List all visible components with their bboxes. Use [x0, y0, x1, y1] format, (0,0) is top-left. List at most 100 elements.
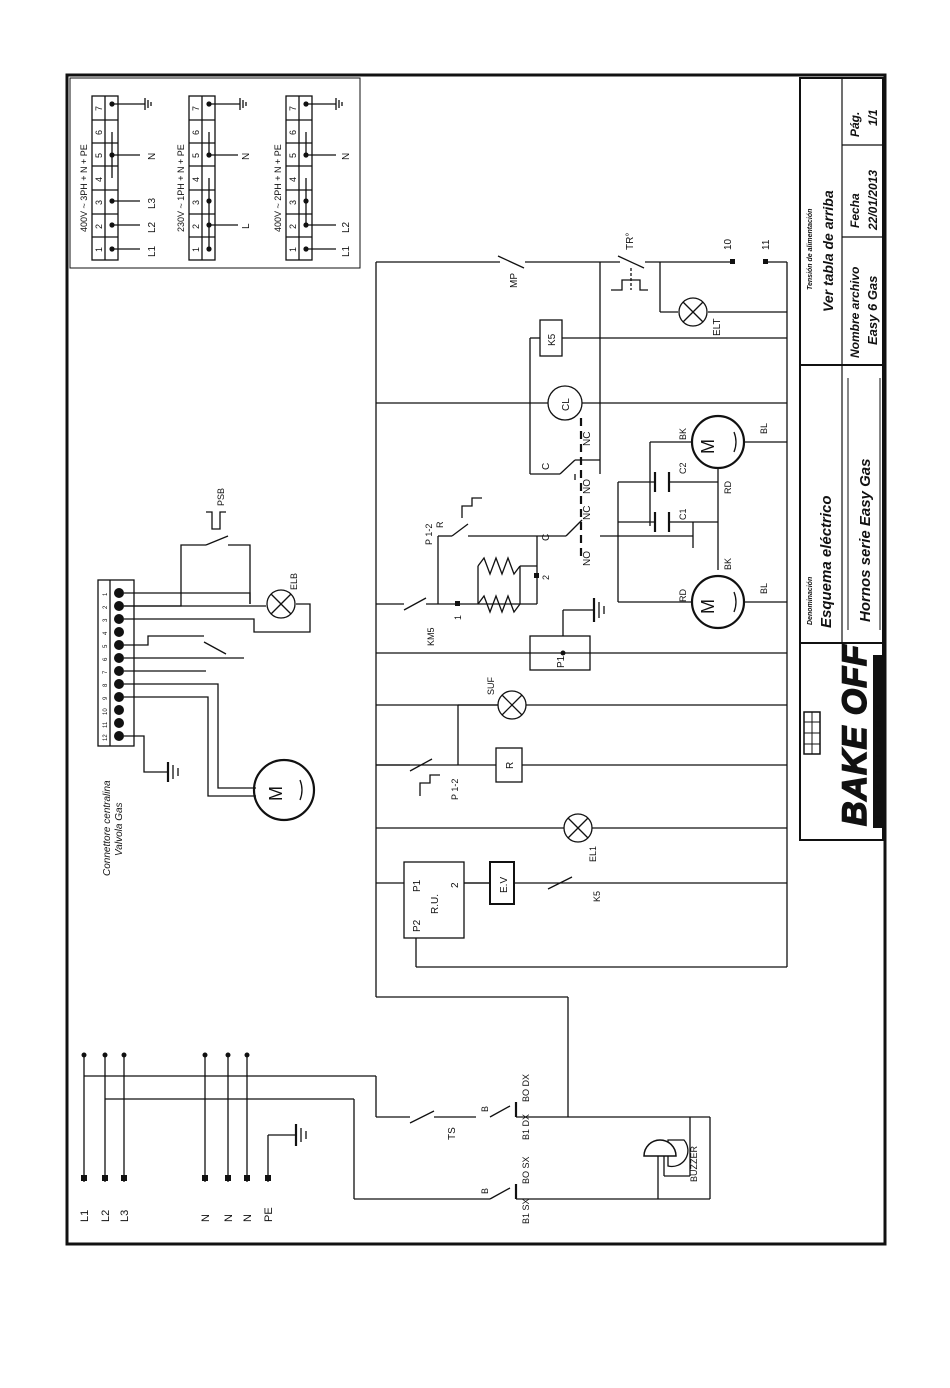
pin-label: 7 [288, 106, 298, 111]
connector-pin-label: 5 [103, 644, 109, 648]
pin-label: 4 [94, 177, 104, 182]
terminal-11-label: 11 [761, 239, 772, 250]
p1-label: P1 [556, 655, 567, 668]
pin-label: 3 [191, 200, 201, 205]
km5-contact [403, 597, 427, 611]
denomination-label: Denominación [807, 577, 814, 625]
ts-label: TS [447, 1127, 458, 1140]
supply-config-box [69, 77, 361, 269]
psb-label: PSB [216, 488, 226, 506]
motor-top-rd: RD [723, 481, 733, 494]
km5-label: KM5 [426, 627, 436, 646]
supply-config-1ph: 230V ~ 1PH + N + PE 1 2 3 4 5 6 7 L N [176, 95, 252, 261]
terminal-label: L2 [147, 221, 158, 233]
connector-pin-label: 2 [103, 605, 109, 609]
k5-contact-label: K5 [592, 891, 602, 902]
tr-label: TR° [625, 233, 636, 250]
ev-label: E.V [499, 877, 510, 893]
logo-subtext: ITALIANA [874, 693, 883, 818]
c1-label: C1 [678, 508, 688, 520]
resistor-top [477, 556, 521, 576]
terminal-label: L1 [147, 245, 158, 257]
cl-component-icon [547, 385, 583, 421]
c2-label: C2 [678, 462, 688, 474]
name-label: Nombre archivo [848, 267, 862, 358]
terminal-1-label: 1 [453, 615, 463, 620]
supply-terminals: L1 L2 L3 N N N PE [79, 1052, 307, 1222]
k5-contact [547, 876, 573, 890]
pin-label: 7 [94, 106, 104, 111]
mp-switch [497, 255, 525, 269]
pin-label: 2 [94, 224, 104, 229]
supply-config-panel: 400V ~ 3PH + N + PE 1 2 3 4 5 6 7 L1 L2 … [69, 77, 361, 269]
door-switch-sx-b-label: B [480, 1188, 490, 1194]
ru-2-label: 2 [450, 882, 461, 888]
central-connector: 1 2 3 4 5 6 7 8 9 10 11 12 Connettore ce… [97, 579, 135, 876]
tension-value: Ver tabla de arriba [820, 190, 836, 312]
buzzer-icon [643, 1139, 677, 1157]
motor-top-bl: BL [759, 423, 769, 434]
connector-pin-label: 3 [103, 618, 109, 622]
supply-config-3ph-title: 400V ~ 3PH + N + PE [79, 144, 89, 232]
page-label: Pág. [848, 112, 862, 137]
name-value: Easy 6 Gas [865, 276, 880, 345]
psb-switch [205, 535, 229, 546]
supply-config-2ph-title: 400V ~ 2PH + N + PE [273, 144, 283, 232]
ts-switch [409, 1110, 435, 1124]
connector-pin-label: 11 [103, 721, 109, 728]
changeover-c2-label: C [541, 534, 552, 541]
terminal-label: L3 [147, 197, 158, 209]
connector-pin-label: 8 [103, 683, 109, 687]
terminal-label: L2 [341, 221, 352, 233]
pin-label: 3 [94, 200, 104, 205]
denomination-value: Esquema eléctrico [818, 495, 835, 628]
door-switch-dx-b-label: B [480, 1106, 490, 1112]
earth-pe-label: PE [263, 1207, 275, 1222]
ev-gas-valve [489, 861, 515, 905]
r-relay-coil [495, 747, 523, 783]
supply-l2-label: L2 [100, 1210, 112, 1222]
fan-motor-icon [252, 758, 316, 822]
b1dx-label: B1 DX [521, 1114, 531, 1140]
motor-bottom-symbol: M [698, 599, 718, 614]
terminal-label: N [147, 153, 158, 160]
ru-p1-label: P1 [412, 879, 423, 892]
p12-upper-label: P 1-2 [424, 524, 434, 545]
neutral-label: N [223, 1214, 235, 1222]
tr-thermostat [617, 255, 645, 269]
pin-label: 4 [191, 177, 201, 182]
door-switch-sx [489, 1187, 511, 1200]
connector-pin-label: 4 [103, 631, 109, 635]
pin-label: 2 [288, 224, 298, 229]
changeover-nc-label: NC [582, 432, 593, 446]
bake-off-logo: BAKE OFF ITALIANA [803, 643, 883, 828]
bosx-label: BO SX [521, 1156, 531, 1184]
pin-label: 3 [288, 200, 298, 205]
ru-unit [403, 861, 465, 939]
connector-pin-label: 7 [103, 670, 109, 674]
buzzer-label: BUZZER [689, 1145, 699, 1182]
pin-label: 6 [288, 130, 298, 135]
door-switch-dx [489, 1105, 511, 1118]
supply-config-2ph: 400V ~ 2PH + N + PE 1 2 3 4 5 6 7 L1 L2 … [273, 95, 352, 261]
terminal-10-label: 10 [723, 238, 734, 250]
changeover-nc2-label: NC [582, 506, 593, 520]
title-block: Tensión de alimentación Ver tabla de arr… [799, 77, 884, 841]
pin-label: 5 [191, 153, 201, 158]
b1sx-label: B1 SX [521, 1198, 531, 1224]
elt-lamp-icon [678, 297, 708, 327]
terminal-2-label: 2 [541, 575, 551, 580]
outer-frame [65, 73, 887, 1246]
supply-l1-label: L1 [79, 1210, 91, 1222]
neutral-label: N [242, 1214, 254, 1222]
terminal-label: L [241, 223, 252, 229]
changeover-c-label: C [541, 463, 552, 470]
k5-coil-label: K5 [547, 333, 558, 346]
date-label: Fecha [848, 193, 862, 228]
pin-label: 1 [191, 247, 201, 252]
connector-title: Connettore centralina [102, 780, 113, 876]
motor-bottom-rd: RD [678, 589, 688, 602]
mp-label: MP [509, 273, 520, 288]
